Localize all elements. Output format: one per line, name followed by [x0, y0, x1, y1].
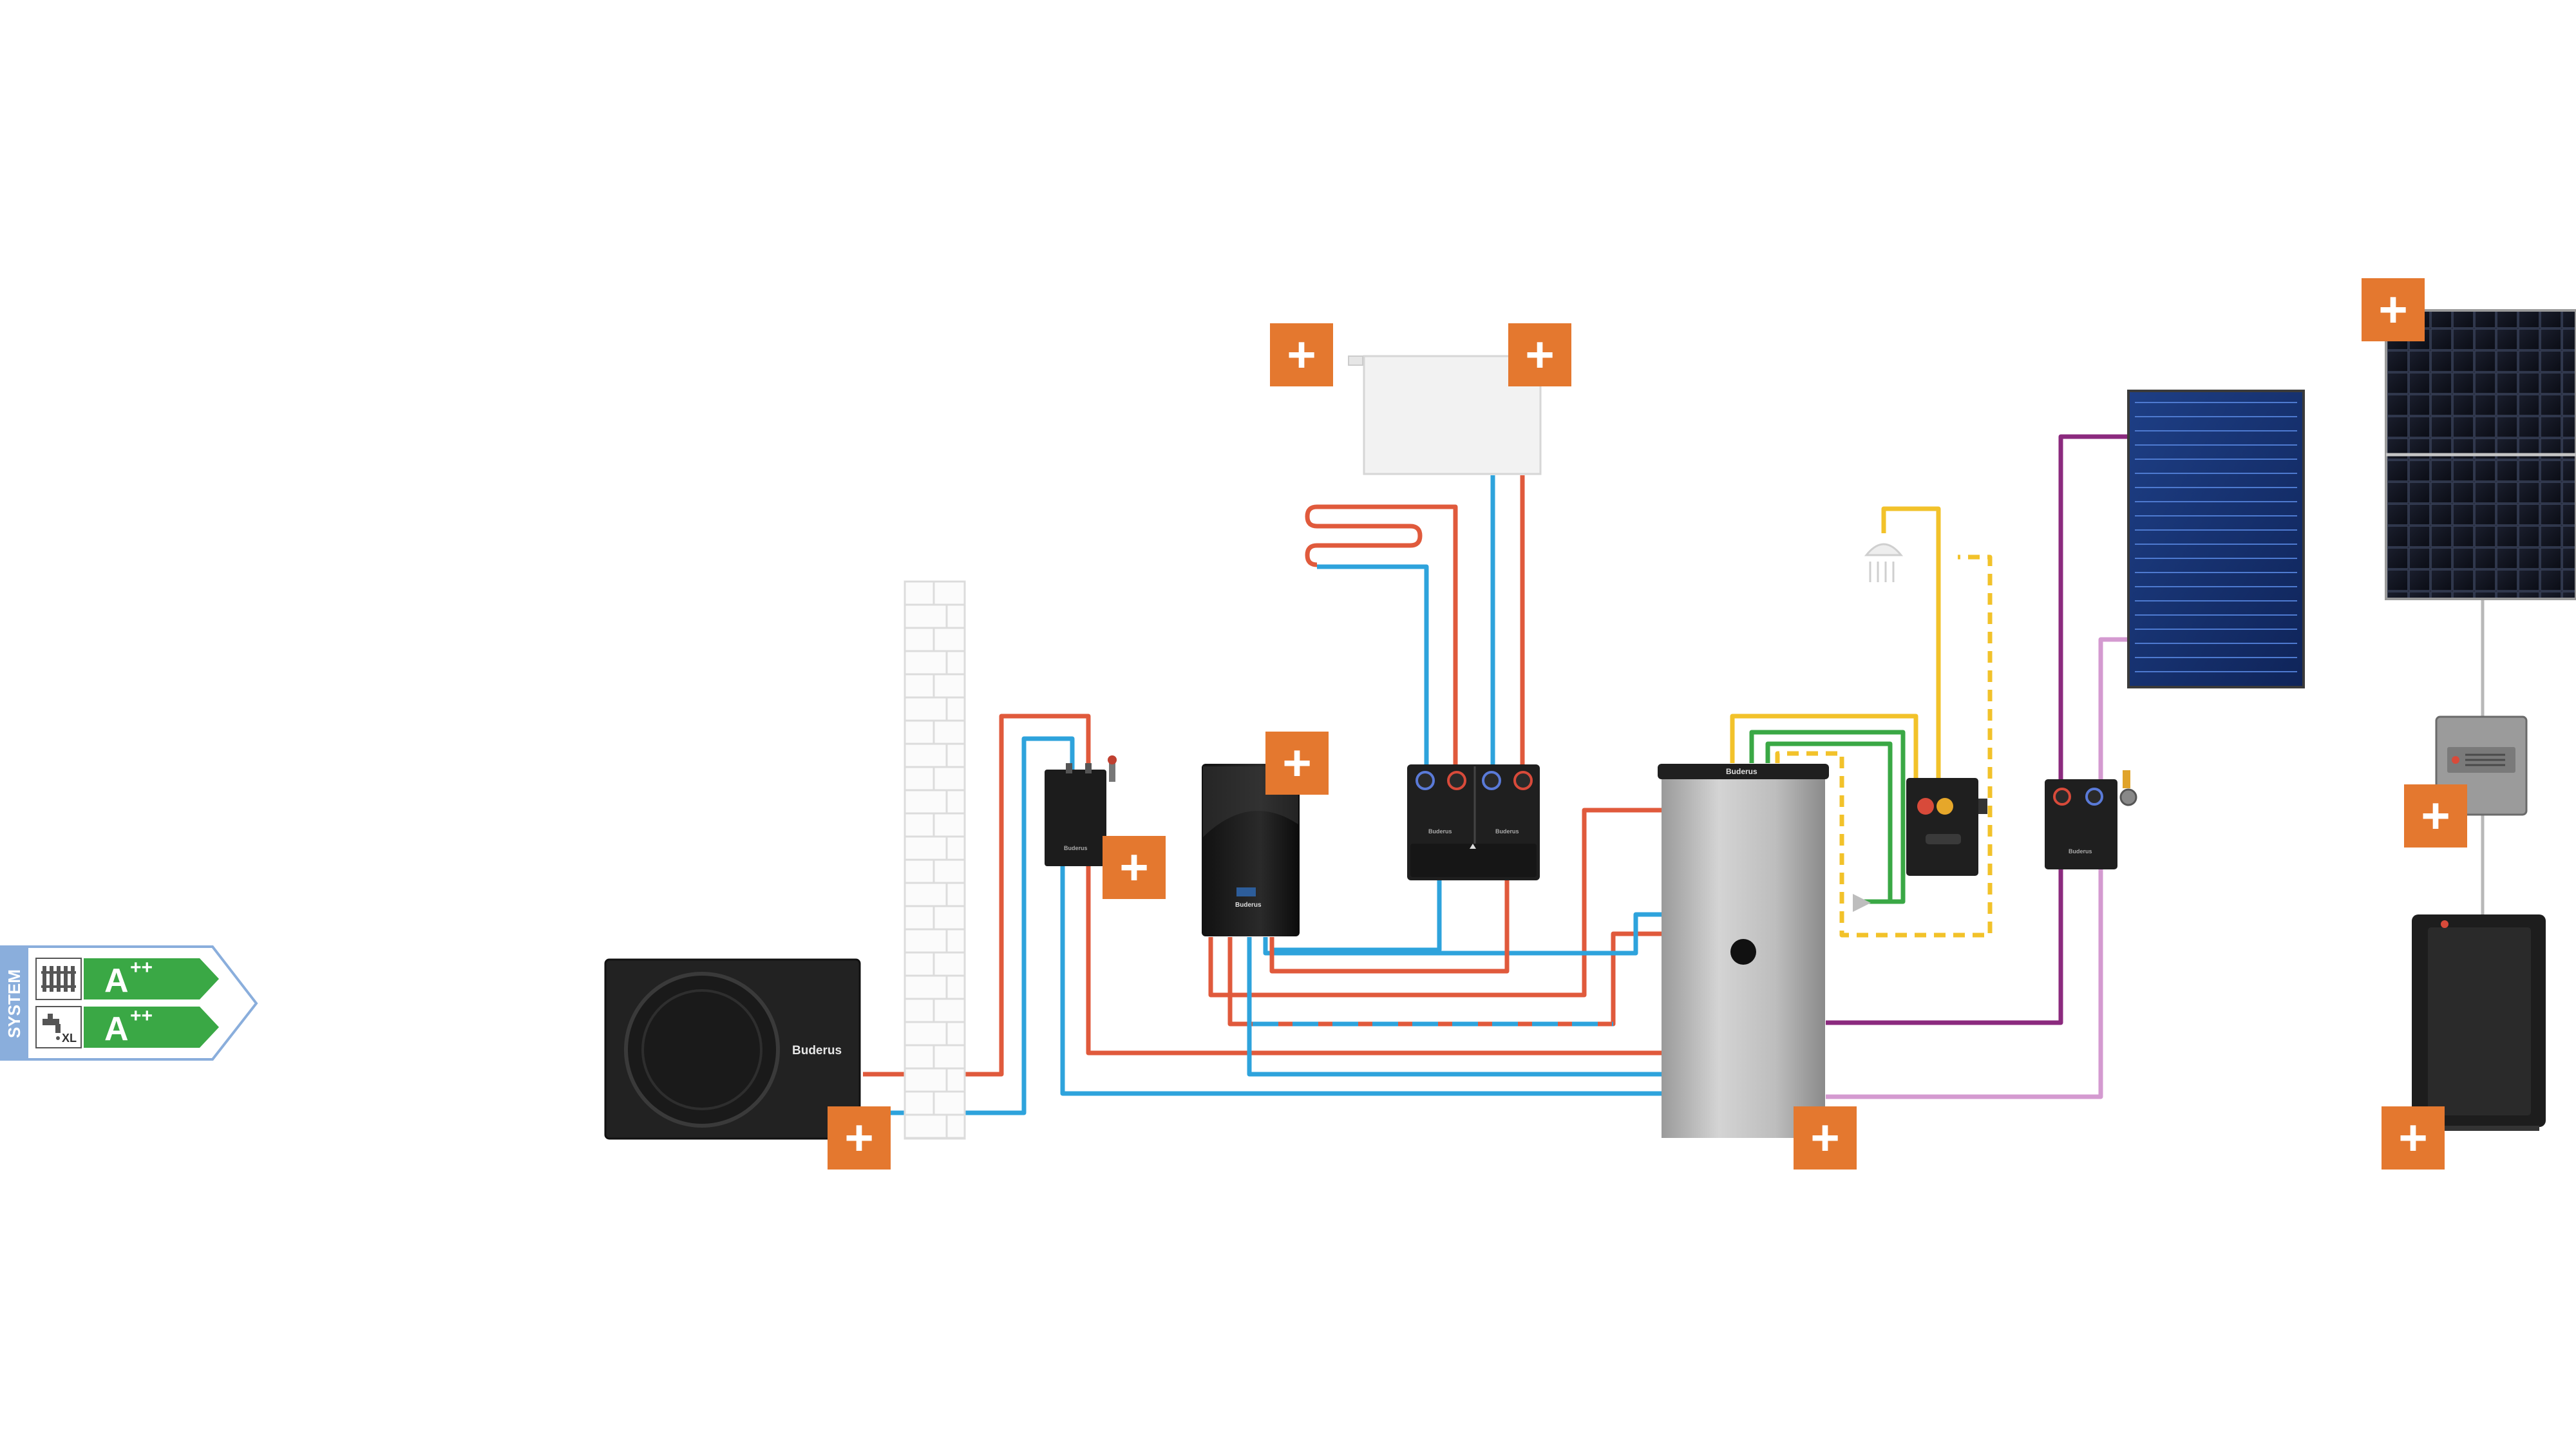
radiator [1348, 355, 1542, 475]
expand-button-bg[interactable] [1270, 323, 1333, 386]
plus-icon[interactable]: + [2398, 1109, 2428, 1166]
pipe-boiler-return-tank [1263, 912, 1662, 956]
water-grade-plus: ++ [130, 1005, 153, 1027]
pipe-floorheating-return [1317, 564, 1429, 766]
heating-grade-arrow [84, 958, 219, 999]
energy-label: SYSTEM A ++ XL A ++ [0, 945, 258, 1061]
tap-icon [43, 1014, 61, 1040]
expand-button-bg[interactable] [2382, 1106, 2445, 1170]
expand-button-bg[interactable] [1508, 323, 1571, 386]
pipe-dhw-dashed [1775, 554, 1993, 938]
pump-group-brand-2: Buderus [1495, 828, 1519, 835]
pump-group-brand-1: Buderus [1428, 828, 1452, 835]
heat-pump-outdoor-unit: Buderus [604, 958, 861, 1140]
expand-button-heat-pump[interactable]: + [828, 1106, 891, 1170]
plus-icon[interactable]: + [844, 1109, 874, 1166]
expand-button-hydraulic-module[interactable]: + [1103, 836, 1166, 899]
plus-icon[interactable]: + [2378, 281, 2408, 337]
plus-icon[interactable]: + [1282, 734, 1312, 791]
expand-button-battery[interactable]: + [2382, 1106, 2445, 1170]
water-grade-arrow [84, 1007, 219, 1048]
heat-pump-brand: Buderus [792, 1044, 842, 1057]
plus-icon[interactable]: + [1287, 326, 1316, 383]
expand-button-radiator-right[interactable]: + [1508, 323, 1571, 386]
expand-button-bg[interactable] [828, 1106, 891, 1170]
tank-flange [1730, 939, 1756, 965]
pipe-dhw-circulation [1749, 730, 1906, 904]
pipe-dhw-hot [1730, 714, 1918, 779]
battery-storage [2412, 914, 2546, 1131]
pipe-boiler-to-pumpgroup-supply [1269, 879, 1510, 974]
pump-gauge-1 [1416, 771, 1435, 790]
exterior-wall [904, 580, 966, 1140]
pipe-boiler-supply-tank-top [1208, 808, 1662, 998]
safety-valve [1109, 759, 1115, 782]
expand-button-tank[interactable]: + [1794, 1106, 1857, 1170]
pipe-dhw-cold [1881, 506, 1941, 779]
water-size: XL [62, 1032, 77, 1045]
expand-button-bg[interactable] [2404, 784, 2467, 848]
expand-button-pv-module[interactable]: + [2362, 278, 2425, 341]
pipe-dhw-circulation-2 [1765, 741, 1893, 902]
floor-heating-loop [1305, 504, 1423, 567]
radiator-icon [41, 966, 76, 992]
pipe-boiler-supply-2 [1227, 931, 1662, 1027]
photovoltaic-module [2385, 309, 2576, 600]
plus-icon[interactable]: + [2421, 787, 2450, 844]
pump-gauge-3 [1482, 771, 1501, 790]
heating-circuit-pump-groups: Buderus Buderus [1407, 764, 1540, 880]
pump-gauge-2 [1447, 771, 1466, 790]
expand-button-bg[interactable] [2362, 278, 2425, 341]
hot-water-storage-tank: Buderus [1658, 764, 1829, 1138]
tank-brand: Buderus [1726, 767, 1757, 776]
expand-button-bg[interactable] [1103, 836, 1166, 899]
expand-button-inverter[interactable]: + [2404, 784, 2467, 848]
system-label: SYSTEM [5, 969, 24, 1038]
expand-button-radiator-left[interactable]: + [1270, 323, 1333, 386]
pipe-network [863, 434, 2485, 1115]
boiler-brand: Buderus [1235, 902, 1262, 909]
plus-icon[interactable]: + [1810, 1109, 1840, 1166]
system-bar [0, 947, 28, 1059]
solar-gauge-1 [2053, 788, 2071, 806]
pipe-boiler-return-2 [1247, 937, 1662, 1077]
shower-head-icon [1864, 543, 1904, 582]
water-grade: A [104, 1010, 129, 1048]
heat-pump-fan [624, 972, 780, 1128]
hydraulic-module-brand: Buderus [1064, 845, 1088, 851]
solar-station-brand: Buderus [2069, 848, 2092, 855]
plus-icon[interactable]: + [1119, 838, 1149, 895]
solar-thermal-collector [2127, 390, 2305, 688]
solar-gauge-2 [2085, 788, 2103, 806]
expand-buttons: + + + + + + + + + [828, 278, 2467, 1170]
hydraulic-module: Buderus [1045, 755, 1117, 866]
pipe-solar-supply [1826, 434, 2132, 1025]
pipe-module-return-to-tank [1060, 866, 1662, 1096]
heating-grade: A [104, 962, 129, 999]
pump-gauge-4 [1513, 771, 1533, 790]
pipe-module-supply-to-tank [1086, 866, 1662, 1056]
plus-icon[interactable]: + [1525, 326, 1555, 383]
expand-button-bg[interactable] [1794, 1106, 1857, 1170]
expand-button-boiler[interactable]: + [1265, 732, 1329, 795]
expand-button-bg[interactable] [1265, 732, 1329, 795]
boiler-display [1236, 887, 1256, 896]
heating-grade-plus: ++ [130, 957, 153, 978]
solar-pump-station: Buderus [2045, 770, 2137, 869]
check-valve-icon [1853, 894, 1871, 912]
fresh-water-station [1853, 778, 1987, 912]
pipe-heatpump-return [863, 736, 1075, 1115]
